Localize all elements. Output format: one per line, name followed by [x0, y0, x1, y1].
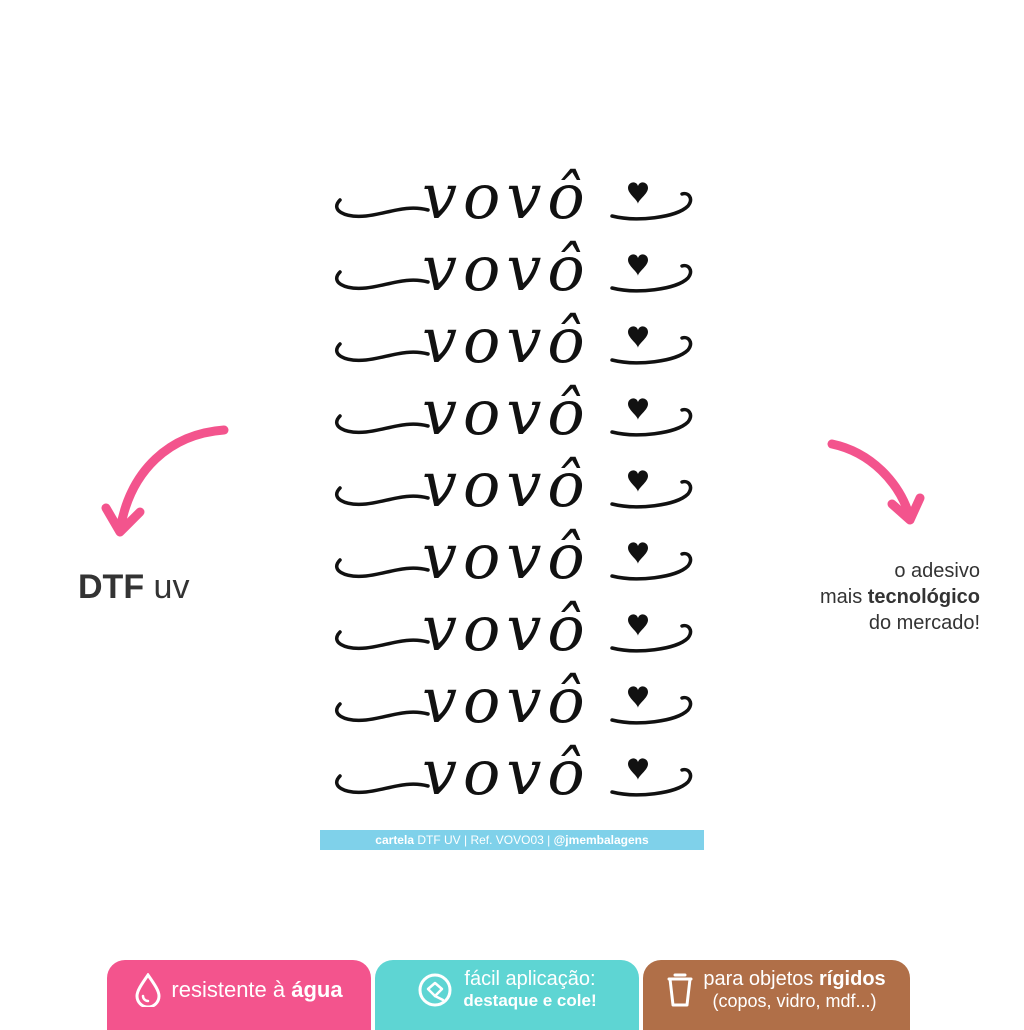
flourish-swash: [335, 758, 693, 797]
sticker-peel-icon: [418, 973, 452, 1007]
tagline-bold: tecnológico: [867, 586, 980, 608]
heart-icon: [628, 758, 648, 780]
easy-line2: destaque e cole!: [463, 991, 597, 1010]
vovo-word: vovô: [422, 160, 591, 233]
dtf-strong: DTF: [78, 568, 145, 606]
cup-icon: [667, 973, 693, 1007]
heart-icon: [628, 326, 648, 348]
flourish-swash: [335, 326, 693, 365]
heart-icon: [628, 254, 648, 276]
heart-icon: [628, 182, 648, 204]
vovo-sticker: vovô: [326, 526, 706, 610]
flourish-swash: [335, 542, 693, 581]
heart-icon: [628, 686, 648, 708]
rigid-badge-text: para objetos rígidos (copos, vidro, mdf.…: [703, 968, 885, 1012]
vovo-sticker: vovô: [326, 382, 706, 466]
rigid-bold: rígidos: [818, 968, 886, 990]
vovo-word: vovô: [422, 592, 591, 665]
tagline-line1: o adesivo: [894, 560, 980, 582]
caption-bold: cartela: [375, 833, 414, 847]
vovo-word: vovô: [422, 232, 591, 305]
vovo-word: vovô: [422, 664, 591, 737]
right-pink-arrow-icon: [827, 439, 925, 525]
water-drop-icon: [135, 973, 161, 1007]
vovo-word: vovô: [422, 304, 591, 377]
caption-handle: @jmembalagens: [553, 833, 649, 847]
vovo-word: vovô: [422, 736, 591, 809]
water-bold: água: [291, 977, 343, 1002]
water-resistant-badge: resistente à água: [107, 960, 371, 1030]
easy-line1: fácil aplicação:: [464, 968, 596, 990]
vovo-sticker: vovô: [326, 670, 706, 754]
dtf-uv-label: DTF uv: [78, 568, 189, 607]
rigid-pre: para objetos: [703, 968, 819, 990]
dtf-light: uv: [144, 568, 190, 606]
vovo-sticker: vovô: [326, 598, 706, 682]
vovo-word: vovô: [422, 376, 591, 449]
vovo-word: vovô: [422, 448, 591, 521]
vovo-word: vovô: [422, 520, 591, 593]
easy-application-badge: fácil aplicação: destaque e cole!: [375, 960, 639, 1030]
vovo-sticker: vovô: [326, 310, 706, 394]
caption-rest: DTF UV | Ref. VOVO03 |: [414, 833, 554, 847]
heart-icon: [628, 470, 648, 492]
vovo-sticker: vovô: [326, 454, 706, 538]
heart-icon: [628, 542, 648, 564]
tagline-line3: do mercado!: [868, 612, 980, 634]
heart-icon: [628, 614, 648, 636]
easy-badge-text: fácil aplicação: destaque e cole!: [463, 968, 596, 1012]
tagline-line2: mais tecnológico: [720, 584, 980, 610]
rigid-objects-badge: para objetos rígidos (copos, vidro, mdf.…: [643, 960, 910, 1030]
flourish-swash: [335, 686, 693, 725]
water-badge-text: resistente à água: [171, 977, 342, 1003]
tagline: o adesivo mais tecnológico do mercado!: [720, 558, 980, 636]
vovo-sticker: vovô: [326, 166, 706, 250]
flourish-swash: [335, 614, 693, 653]
flourish-swash: [335, 254, 693, 293]
flourish-swash: [335, 182, 693, 221]
heart-icon: [628, 398, 648, 420]
vovo-sticker: vovô: [326, 742, 706, 826]
vovo-sticker: vovô: [326, 238, 706, 322]
flourish-swash: [335, 470, 693, 509]
rigid-line2: (copos, vidro, mdf...): [712, 991, 877, 1011]
water-pre: resistente à: [171, 977, 292, 1002]
sheet-caption: cartela DTF UV | Ref. VOVO03 | @jmembala…: [320, 830, 704, 850]
flourish-swash: [335, 398, 693, 437]
tagline-line2-pre: mais: [819, 586, 868, 608]
left-pink-arrow-icon: [101, 425, 229, 537]
rigid-line1: para objetos rígidos: [703, 968, 885, 990]
